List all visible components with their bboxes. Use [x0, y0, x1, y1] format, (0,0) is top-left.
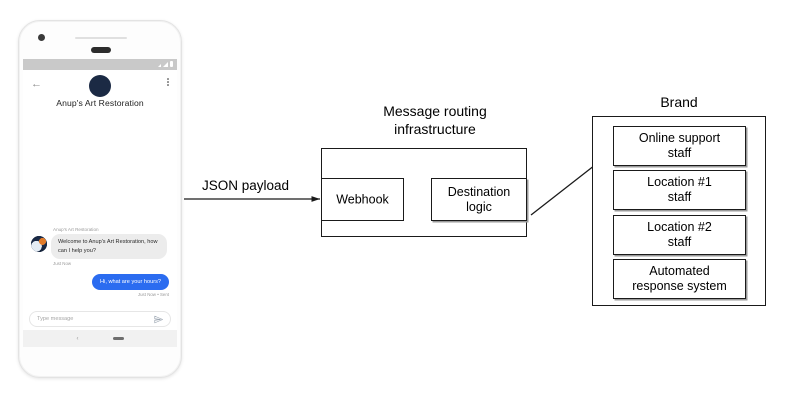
- node-location-1-staff[interactable]: Location #1 staff: [613, 170, 746, 210]
- status-bar: [23, 59, 177, 70]
- overflow-menu-icon[interactable]: [167, 78, 169, 86]
- chat-header: ← Anup's Art Restoration: [23, 70, 177, 122]
- incoming-message-bubble: Welcome to Anup's Art Restoration, how c…: [51, 234, 167, 260]
- page-title: Anup's Art Restoration: [56, 98, 144, 108]
- android-nav-bar: ‹: [23, 330, 177, 347]
- edge-label-json-payload: JSON payload: [202, 178, 290, 193]
- incoming-message-sender: Anup's Art Restoration: [53, 227, 99, 232]
- node-destination-logic-label: Destination logic: [447, 184, 511, 214]
- wifi-icon: [163, 62, 168, 67]
- node-webhook-label: Webhook: [336, 191, 389, 206]
- back-arrow-icon[interactable]: ←: [31, 78, 42, 90]
- node-location-1-staff-label: Location #1 staff: [647, 174, 712, 204]
- phone-screen: ← Anup's Art Restoration Anup's Art Rest…: [23, 59, 177, 347]
- group-title-message-routing-infrastructure: Message routing infrastructure: [355, 103, 515, 139]
- incoming-message-avatar: [31, 236, 47, 252]
- phone-sensor-icon: [91, 47, 111, 53]
- phone-mockup: ← Anup's Art Restoration Anup's Art Rest…: [18, 20, 182, 378]
- node-location-2-staff[interactable]: Location #2 staff: [613, 215, 746, 255]
- node-destination-logic[interactable]: Destination logic: [431, 178, 527, 221]
- outgoing-message-status: Just Now • Sent: [137, 292, 169, 298]
- node-webhook[interactable]: Webhook: [321, 178, 404, 221]
- signal-icon: [158, 64, 161, 67]
- outgoing-message: Hi, what are your hours? Just Now • Sent: [92, 270, 169, 297]
- message-composer[interactable]: Type message: [29, 311, 171, 327]
- outgoing-message-bubble: Hi, what are your hours?: [92, 274, 169, 291]
- earpiece-speaker-icon: [75, 37, 127, 39]
- group-title-brand-line1: Brand: [660, 94, 698, 110]
- chat-message-list: Anup's Art Restoration Welcome to Anup's…: [23, 122, 177, 308]
- avatar: [89, 75, 111, 97]
- incoming-message-timestamp: Just Now: [53, 261, 72, 267]
- message-input[interactable]: Type message: [37, 316, 74, 322]
- node-automated-response-system[interactable]: Automated response system: [613, 259, 746, 299]
- group-title-line2: infrastructure: [394, 120, 476, 137]
- status-bar-icons: [158, 61, 173, 67]
- send-icon[interactable]: [154, 315, 163, 324]
- battery-icon: [170, 61, 173, 67]
- nav-home-pill-icon[interactable]: [112, 337, 124, 340]
- node-online-support-staff-label: Online support staff: [638, 130, 721, 160]
- node-location-2-staff-label: Location #2 staff: [647, 219, 712, 249]
- group-title-brand: Brand: [592, 94, 766, 112]
- front-camera-icon: [38, 34, 45, 41]
- nav-back-icon[interactable]: ‹: [76, 335, 79, 342]
- incoming-message: Anup's Art Restoration Welcome to Anup's…: [31, 227, 167, 266]
- node-automated-response-system-label: Automated response system: [632, 263, 727, 293]
- node-online-support-staff[interactable]: Online support staff: [613, 126, 746, 166]
- group-title-line1: Message routing: [383, 103, 487, 119]
